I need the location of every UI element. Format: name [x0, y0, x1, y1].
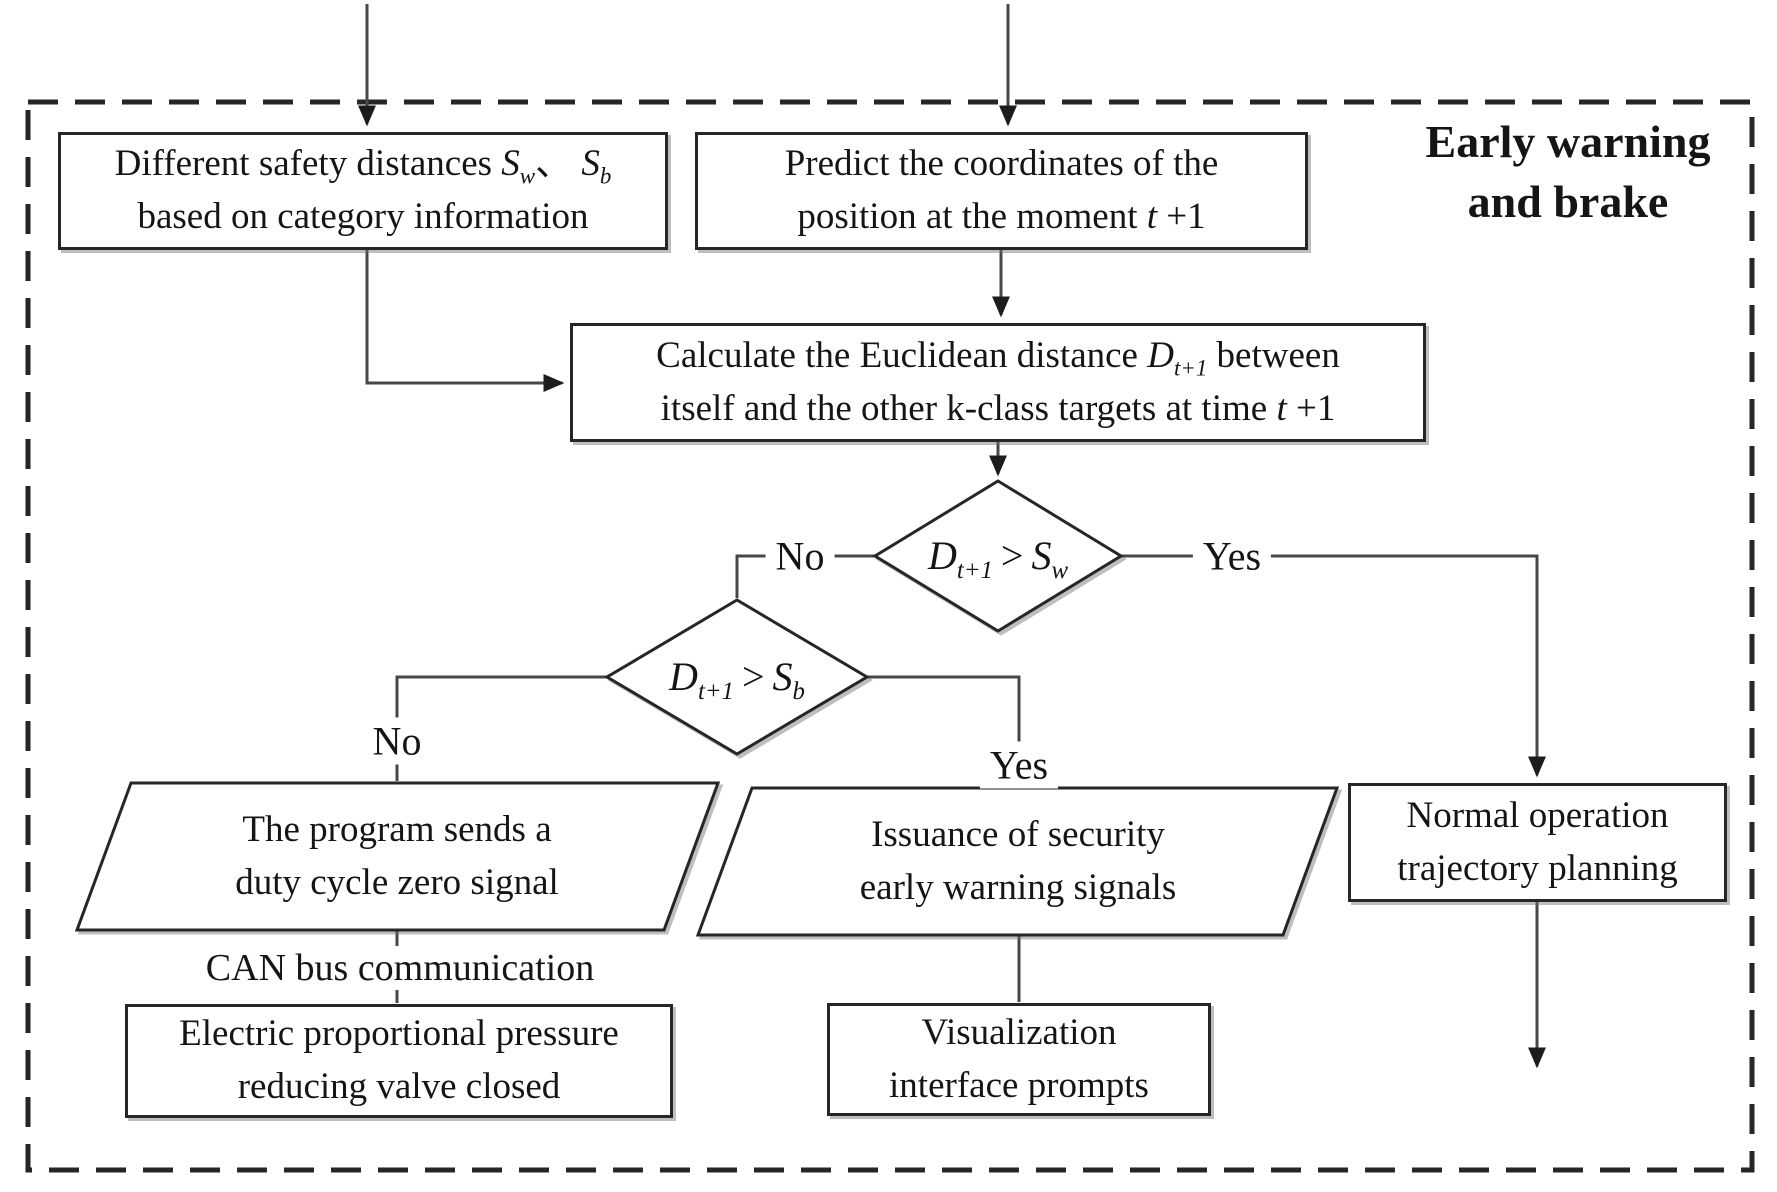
node-visualization-line1: Visualization: [921, 1011, 1117, 1053]
decision-sw-label: Dt+1>Sw: [927, 532, 1069, 584]
node-predict-line2: position at the moment t +1: [797, 196, 1206, 237]
arrow-sw-yes-to-normal-operation: [1121, 554, 1546, 778]
node-visualization-line2: interface prompts: [889, 1064, 1149, 1106]
node-safety-distances: Different safety distances Sw、 Sb based …: [58, 132, 668, 250]
node-safety-distances-line1: Different safety distances Sw、 Sb: [114, 143, 612, 189]
region-title: Early warning and brake: [1368, 112, 1768, 232]
node-predict-line1: Predict the coordinates of the: [784, 143, 1219, 185]
node-safety-distances-line2: based on category information: [137, 196, 589, 237]
node-normal-operation-line1: Normal operation: [1406, 794, 1669, 836]
edge-label-can-bus: CAN bus communication: [195, 946, 605, 990]
shapes: [74, 479, 1340, 937]
edge-label-sb-yes: Yes: [979, 741, 1059, 789]
node-duty-cycle-line2: duty cycle zero signal: [235, 861, 559, 903]
node-issuance-label: Issuance of security early warning signa…: [768, 799, 1268, 924]
arrow-safety-to-calculate: [365, 250, 565, 392]
node-valve-closed-line1: Electric proportional pressure: [179, 1013, 619, 1055]
node-predict-coordinates: Predict the coordinates of the position …: [695, 132, 1308, 250]
node-normal-operation-line2: trajectory planning: [1397, 847, 1678, 889]
node-calculate-line1: Calculate the Euclidean distance Dt+1 be…: [656, 334, 1340, 381]
edge-label-sb-no: No: [362, 717, 432, 765]
node-valve-closed-line2: reducing valve closed: [237, 1066, 561, 1107]
duty-cycle-parallelogram: [74, 781, 721, 932]
node-issuance-line1: Issuance of security: [871, 813, 1165, 855]
node-calculate-line2: itself and the other k-class targets at …: [660, 387, 1336, 429]
node-duty-cycle-label: The program sends a duty cycle zero sign…: [147, 794, 647, 919]
node-duty-cycle-line1: The program sends a: [242, 808, 552, 850]
node-valve-closed: Electric proportional pressure reducing …: [125, 1004, 673, 1118]
decision-sw-diamond: [872, 479, 1124, 633]
issuance-parallelogram: [695, 786, 1340, 937]
region-title-line1: Early warning: [1425, 116, 1711, 167]
decision-sb-diamond: [604, 598, 870, 756]
node-visualization-prompts: Visualization interface prompts: [827, 1003, 1211, 1116]
dashed-region-border: [25, 99, 1755, 1173]
node-calculate-distance: Calculate the Euclidean distance Dt+1 be…: [570, 323, 1426, 442]
node-normal-operation: Normal operation trajectory planning: [1348, 783, 1727, 902]
edge-label-sw-no: No: [765, 532, 835, 580]
region-title-line2: and brake: [1467, 175, 1669, 227]
decision-sb-label: Dt+1>Sb: [669, 653, 805, 705]
node-issuance-line2: early warning signals: [859, 866, 1177, 908]
edge-label-sw-yes: Yes: [1192, 532, 1272, 580]
